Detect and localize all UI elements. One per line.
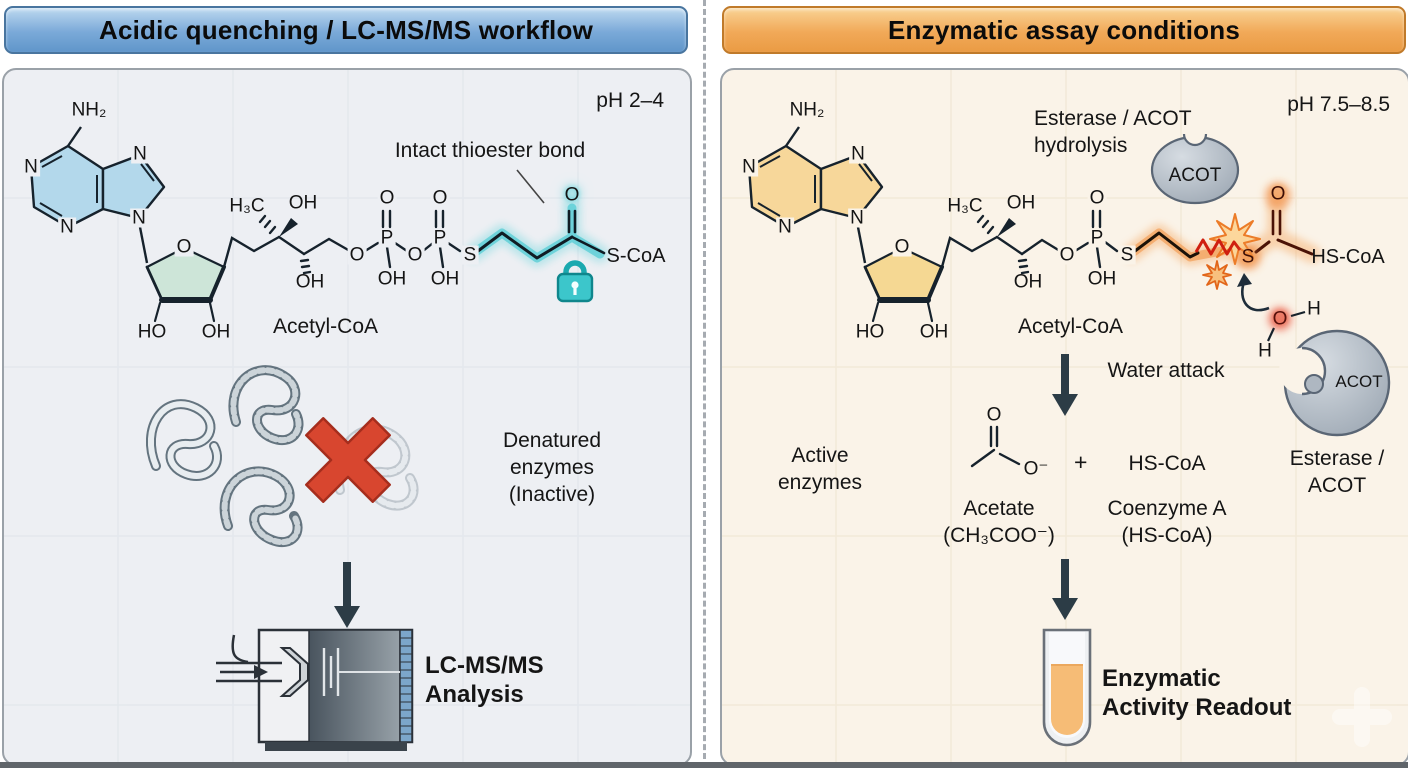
lcms-analysis-label: LC-MS/MS Analysis: [425, 652, 544, 710]
caption-line: Esterase / ACOT: [1034, 107, 1192, 130]
right-panel-header: Enzymatic assay conditions: [722, 6, 1406, 54]
panel-divider-dashed-line: [703, 0, 706, 768]
caption-line: (Inactive): [508, 482, 596, 506]
adenine-ring: [747, 126, 884, 264]
right-structure-drawing: [722, 70, 1408, 764]
active-enzymes-caption: Active enzymes: [760, 443, 880, 497]
nucleophilic-attack-arrow: [1237, 273, 1270, 312]
hs-coa-product-label: HS-CoA: [1128, 452, 1206, 475]
down-arrow-1: [1052, 354, 1078, 416]
annotation-pointer-line: [516, 169, 545, 204]
down-arrow-2: [1052, 559, 1078, 620]
background-grid: [722, 70, 1408, 764]
caption-line: Coenzyme A: [1107, 497, 1227, 520]
hydrolysis-caption: Esterase / ACOT hydrolysis: [1034, 106, 1192, 160]
caption-line: Esterase /: [1289, 447, 1385, 470]
caption-line: Activity Readout: [1102, 693, 1292, 721]
left-structure-drawing: [4, 70, 690, 764]
thioester-highlight: [465, 199, 609, 267]
right-molecule-label: Acetyl-CoA: [1017, 315, 1124, 338]
acetate-structure: [970, 425, 1021, 468]
acot-blob-label: ACOT: [1168, 165, 1222, 186]
denatured-enzymes-caption: Denatured enzymes (Inactive): [472, 428, 632, 509]
intact-thioester-annotation: Intact thioester bond: [394, 139, 586, 162]
chain-bonds: [222, 214, 352, 275]
coenzyme-caption: Coenzyme A (HS-CoA): [1082, 496, 1252, 550]
bottom-edge-strip: [0, 762, 1408, 768]
diphosphate-bonds: [363, 209, 462, 269]
caption-line: (CH₃COO⁻): [943, 523, 1055, 547]
caption-line: Analysis: [425, 680, 524, 708]
left-panel-header: Acidic quenching / LC-MS/MS workflow: [4, 6, 688, 54]
acetate-caption: Acetate (CH₃COO⁻): [914, 496, 1084, 550]
caption-line: Acetate: [963, 497, 1035, 520]
left-header-title: Acidic quenching / LC-MS/MS workflow: [99, 14, 593, 45]
explosion-icon: [1194, 213, 1261, 290]
watermark-plus-icon: [1332, 687, 1392, 747]
test-tube-icon: [1042, 628, 1092, 747]
right-ph-label: pH 7.5–8.5: [1287, 93, 1390, 116]
caption-line: (HS-CoA): [1121, 523, 1213, 547]
caption-line: Enzymatic: [1102, 665, 1221, 692]
caption-line: Active: [791, 444, 849, 467]
caption-line: hydrolysis: [1034, 133, 1128, 157]
red-x-icon: [305, 417, 391, 503]
acot-blob-icon: [1150, 122, 1240, 205]
denatured-enzymes-illustration: [146, 365, 419, 547]
mass-spec-icon: [216, 628, 414, 751]
lock-icon: [556, 260, 594, 303]
water-molecule: [1267, 307, 1306, 342]
right-header-title: Enzymatic assay conditions: [888, 14, 1240, 45]
acot-pacman-label: ACOT: [1335, 372, 1383, 391]
plus-sign: +: [1074, 449, 1088, 475]
esterase-acot-caption: Esterase / ACOT: [1267, 446, 1407, 500]
left-ph-label: pH 2–4: [596, 89, 664, 112]
ribose-ring: [145, 246, 226, 323]
caption-line: enzymes: [777, 470, 863, 494]
left-molecule-label: Acetyl-CoA: [272, 315, 379, 338]
caption-line: Denatured: [502, 429, 602, 452]
phosphate-bonds: [1073, 209, 1119, 269]
down-arrow: [334, 562, 360, 628]
water-attack-label: Water attack: [1107, 359, 1225, 382]
readout-label: Enzymatic Activity Readout: [1102, 665, 1291, 723]
caption-line: LC-MS/MS: [425, 652, 544, 679]
caption-line: ACOT: [1307, 473, 1367, 497]
ribose-ring: [863, 246, 944, 323]
adenine-ring: [29, 126, 166, 264]
caption-line: enzymes: [509, 455, 595, 479]
acot-pacman-icon: [1279, 329, 1391, 437]
chain-bonds: [940, 214, 1062, 275]
